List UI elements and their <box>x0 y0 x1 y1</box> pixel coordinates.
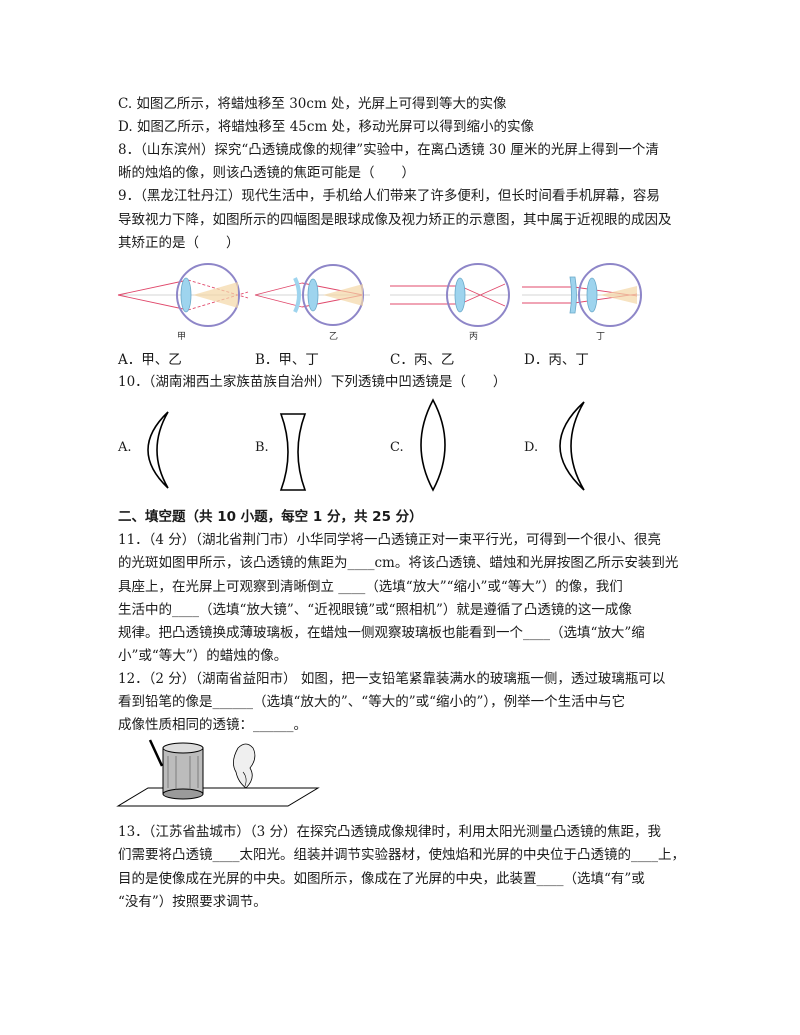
convex-lens-c-icon <box>420 398 446 492</box>
q9-option-b[interactable]: B．甲、丁 <box>255 352 319 368</box>
section-2-heading: 二、填空题（共 10 小题，每空 1 分，共 25 分） <box>118 509 423 525</box>
question-9-line-3: 其矫正的是（ ） <box>118 235 240 251</box>
eye-diagram-yi <box>254 264 370 326</box>
concave-lens-b-icon <box>279 413 307 491</box>
question-11-line-6: 小”或“等大”）的蜡烛的像。 <box>118 648 288 664</box>
question-11-line-2: 的光斑如图甲所示，该凸透镜的焦距为____cm。将该凸透镜、蜡烛和光屏按图乙所示… <box>118 555 679 571</box>
question-9-line-2: 导致视力下降，如图所示的四幅图是眼球成像及视力矫正的示意图，其中属于近视眼的成因… <box>118 212 672 228</box>
figure-label-bing: 丙 <box>469 332 479 342</box>
q9-option-c[interactable]: C．丙、乙 <box>390 352 455 368</box>
question-13-line-4: “没有”）按照要求调节。 <box>118 894 267 910</box>
question-10: 10．（湖南湘西土家族苗族自治州）下列透镜中凹透镜是（ ） <box>118 374 507 390</box>
option-d-q7: D. 如图乙所示，将蜡烛移至 45cm 处，移动光屏可以得到缩小的实像 <box>118 119 535 135</box>
question-8-line-2: 晰的烛焰的像，则该凸透镜的焦距可能是（ ） <box>118 165 415 181</box>
question-9-line-1: 9．（黑龙江牡丹江）现代生活中，手机给人们带来了许多便利，但长时间看手机屏幕，容… <box>118 188 660 204</box>
q9-option-a[interactable]: A．甲、乙 <box>118 352 182 368</box>
question-8-line-1: 8．（山东滨州）探究“凸透镜成像的规律”实验中，在离凸透镜 30 厘米的光屏上得… <box>118 142 659 158</box>
figure-label-jia: 甲 <box>177 332 187 342</box>
question-12-line-3: 成像性质相同的透镜：______。 <box>118 717 307 733</box>
q10-option-d-label[interactable]: D. <box>524 440 539 455</box>
question-11-line-3: 具座上，在光屏上可观察到清晰倒立 ____（选填“放大”“缩小”或“等大”）的像… <box>118 579 623 595</box>
question-13-line-1: 13．（江苏省盐城市）（3 分）在探究凸透镜成像规律时，利用太阳光测量凸透镜的焦… <box>118 824 662 840</box>
q10-option-c-label[interactable]: C. <box>390 440 404 455</box>
question-13-line-2: 们需要将凸透镜____太阳光。组装并调节实验器材，使烛焰和光屏的中央位于凸透镜的… <box>118 847 685 863</box>
option-c-q7: C. 如图乙所示，将蜡烛移至 30cm 处，光屏上可得到等大的实像 <box>118 96 507 112</box>
question-11-line-1: 11．（4 分）（湖北省荆门市）小华同学将一凸透镜正对一束平行光，可得到一个很小… <box>118 532 662 548</box>
bottle-pencil-figure <box>116 739 320 807</box>
crescent-lens-a-icon <box>147 411 169 489</box>
eye-diagram-ding <box>522 263 642 327</box>
q10-option-a-label[interactable]: A. <box>118 440 132 455</box>
crescent-lens-d-icon <box>559 401 585 491</box>
figure-label-yi: 乙 <box>329 332 339 342</box>
eye-diagram-jia <box>117 263 249 327</box>
q9-option-d[interactable]: D．丙、丁 <box>524 352 589 368</box>
question-13-line-3: 目的是使像成在光屏的中央。如图所示，像成在了光屏的中央，此装置____（选填“有… <box>118 871 645 887</box>
question-11-line-5: 规律。把凸透镜换成薄玻璃板，在蜡烛一侧观察玻璃板也能看到一个____（选填“放大… <box>118 625 645 641</box>
figure-label-ding: 丁 <box>596 332 606 342</box>
question-12-line-2: 看到铅笔的像是______（选填“放大的”、“等大的”或“缩小的”），例举一个生… <box>118 694 626 710</box>
q10-option-b-label[interactable]: B. <box>255 440 269 455</box>
question-12-line-1: 12．（2 分）（湖南省益阳市） 如图，把一支铅笔紧靠装满水的玻璃瓶一侧，透过玻… <box>118 671 666 687</box>
question-11-line-4: 生活中的____（选填“放大镜”、“近视眼镜”或“照相机”）就是遵循了凸透镜的这… <box>118 602 632 618</box>
eye-diagram-bing <box>390 263 510 327</box>
